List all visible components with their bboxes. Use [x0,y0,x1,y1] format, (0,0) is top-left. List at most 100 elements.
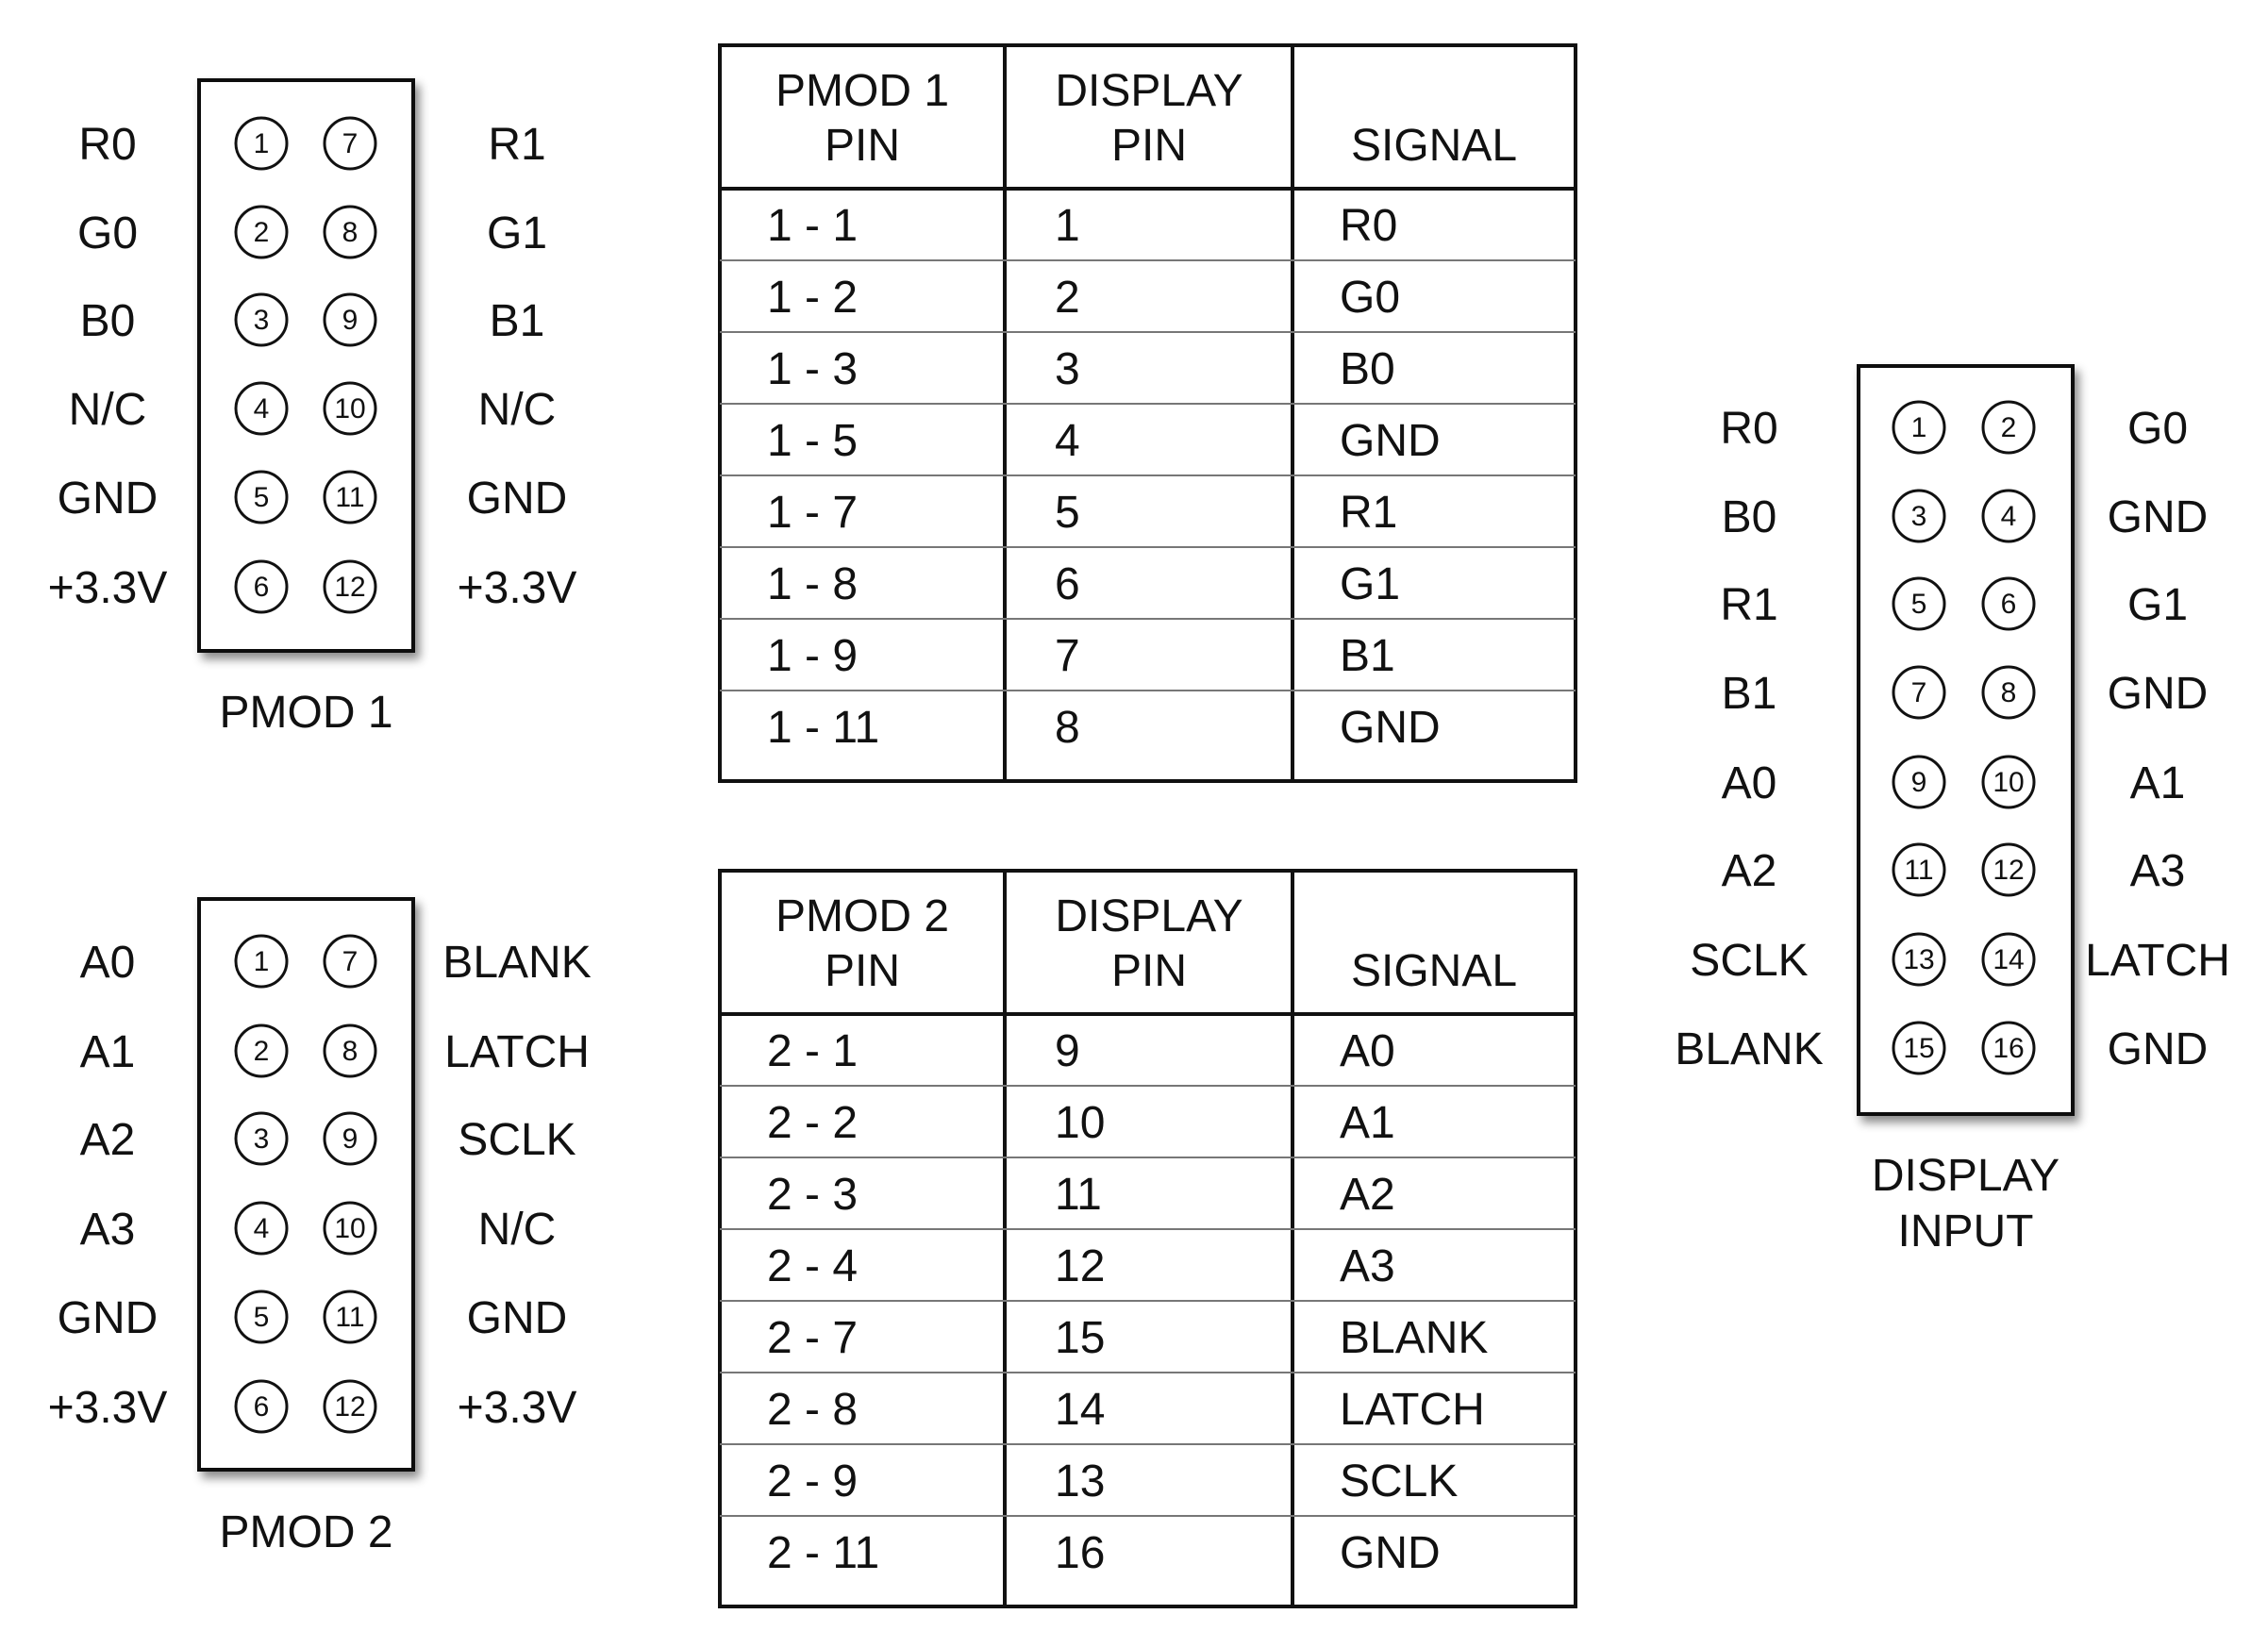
connector-caption: PMOD 2 [219,1507,392,1557]
pin-circle [234,381,289,436]
pin-circle [1981,842,2036,897]
table-cell: 1 [1055,201,1080,251]
pin-signal-label: B0 [80,296,136,346]
connector-body [197,897,415,1472]
pin-signal-label: GND [467,1293,568,1343]
pin-circle [234,559,289,614]
pin-circle [323,934,377,989]
pin-number: 5 [1911,589,1927,620]
pin-signal-label: A3 [2130,846,2186,896]
pin-number: 8 [342,1036,359,1067]
pin-circle [1981,489,2036,543]
pin-signal-label: A1 [2130,758,2186,808]
table-cell: GND [1340,703,1441,753]
pin-signal-label: GND [2108,1024,2209,1074]
table-cell: 2 - 8 [767,1385,858,1435]
table-cell: GND [1340,416,1441,466]
table-cell: 1 - 5 [767,416,858,466]
pin-number: 12 [1993,855,2024,886]
connector-body [1857,364,2075,1116]
table-cell: BLANK [1340,1313,1488,1363]
pin-signal-label: R1 [488,120,545,170]
table-cell: 12 [1055,1241,1105,1291]
table-header-pmod-pin: PMOD 1 [775,66,949,116]
table-cell: 3 [1055,344,1080,394]
table-cell: 1 - 8 [767,559,858,609]
pin-number: 2 [254,1036,270,1067]
table-cell: 7 [1055,631,1080,681]
table-cell: 6 [1055,559,1080,609]
pin-number: 5 [254,482,270,513]
pin-number: 15 [1903,1033,1934,1064]
pin-signal-label: +3.3V [458,563,577,613]
pin-number: 3 [1911,501,1927,532]
pin-circle [234,292,289,347]
pin-number: 7 [342,128,359,159]
table-header-pmod-pin: PIN [825,946,900,996]
pin-circle [234,1290,289,1344]
table-cell: G1 [1340,559,1400,609]
table-header-display-pin: PIN [1111,946,1187,996]
table-cell: 1 - 9 [767,631,858,681]
pin-signal-label: B1 [490,296,545,346]
pin-signal-label: BLANK [442,938,591,988]
table-cell: 16 [1055,1528,1105,1578]
pin-signal-label: LATCH [444,1027,590,1077]
pin-signal-label: A0 [1722,758,1777,808]
pin-signal-label: R0 [1720,404,1777,454]
pin-circle [234,1024,289,1078]
pin-number: 4 [2001,501,2017,532]
table-cell: 1 - 11 [767,703,879,753]
table-header-signal: SIGNAL [1351,121,1517,171]
table-cell: LATCH [1340,1385,1485,1435]
pin-circle [1981,665,2036,720]
pin-signal-label: +3.3V [48,1383,168,1433]
table-cell: 1 - 1 [767,201,858,251]
pin-signal-label: G1 [487,208,547,258]
pin-signal-label: GND [467,474,568,524]
pin-signal-label: A2 [1722,846,1777,896]
pin-circle [1981,400,2036,455]
pin-signal-label: R1 [1720,580,1777,630]
pin-circle [323,1379,377,1434]
pin-number: 9 [342,305,359,336]
pin-signal-label: G0 [2127,404,2188,454]
pin-signal-label: GND [58,1293,158,1343]
pin-number: 10 [334,1213,365,1244]
table-cell: A3 [1340,1241,1395,1291]
table-header-display-pin: DISPLAY [1055,891,1242,941]
table-cell: 14 [1055,1385,1105,1435]
table-header-pmod-pin: PMOD 2 [775,891,949,941]
pin-signal-label: +3.3V [458,1383,577,1433]
pin-number: 14 [1993,944,2024,975]
connector-caption: DISPLAY [1872,1151,2060,1201]
pin-number: 2 [2001,412,2017,443]
pin-number: 11 [1904,855,1933,886]
pin-number: 1 [1911,412,1927,443]
table-cell: 2 - 4 [767,1241,858,1291]
pin-signal-label: G0 [77,208,138,258]
table-cell: SCLK [1340,1456,1458,1506]
pin-signal-label: R0 [78,120,136,170]
pin-signal-label: A1 [80,1027,136,1077]
pin-circle [234,934,289,989]
pin-circle [323,381,377,436]
pin-number: 11 [335,482,364,513]
table-cell: 13 [1055,1456,1105,1506]
pin-number: 11 [335,1302,364,1333]
table-cell: 2 - 11 [767,1528,879,1578]
pin-number: 8 [2001,677,2017,708]
table-cell: 1 - 7 [767,488,858,538]
pin-circle [1892,489,1946,543]
table-cell: 8 [1055,703,1080,753]
pin-number: 3 [254,305,270,336]
table-cell: 2 [1055,273,1080,323]
pin-signal-label: N/C [69,385,147,435]
pin-signal-label: SCLK [1690,936,1808,986]
pin-signal-label: B0 [1722,492,1777,542]
